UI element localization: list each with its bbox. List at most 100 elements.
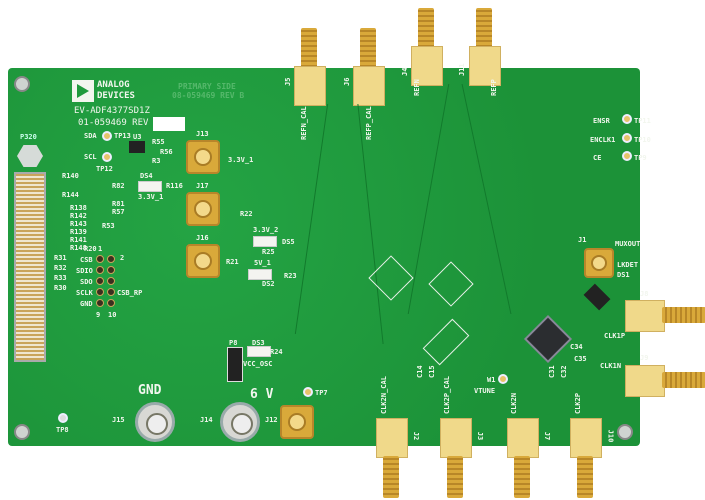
sma-connector-j13[interactable] (186, 140, 220, 174)
banana-jack-j14[interactable] (220, 402, 260, 442)
ref-ds5: DS5 (282, 238, 295, 246)
sma-connector-j5[interactable] (294, 66, 326, 106)
ref-ds3: DS3 (252, 339, 265, 347)
sma-connector-j9[interactable] (625, 365, 665, 397)
ref-j9: J9 (640, 354, 649, 362)
analog-devices-logo (72, 80, 94, 102)
label-r23: R23 (284, 272, 297, 280)
sma-connector-j1[interactable] (584, 248, 614, 278)
test-point-tp9[interactable] (622, 151, 632, 161)
label-refn-cal: REFN_CAL (300, 106, 308, 140)
label-6v: 6 V (250, 387, 274, 402)
label-sdo: SDO (80, 278, 93, 286)
sma-connector-j4[interactable] (411, 46, 443, 86)
led-ds2 (248, 269, 272, 280)
chip-u3 (129, 141, 145, 153)
ref-ds1: DS1 (617, 271, 630, 279)
label-tp10: TP10 (634, 136, 651, 144)
sma-thread-icon (577, 456, 593, 498)
label-r32: R32 (54, 264, 67, 272)
ref-j14: J14 (200, 416, 213, 424)
label-r81: R81 (112, 200, 125, 208)
sma-connector-j3[interactable] (440, 418, 472, 458)
label-gnd: GND (138, 383, 162, 398)
pin-9-label: 9 (96, 311, 101, 319)
jumper-p8[interactable] (227, 347, 243, 382)
sma-thread-icon (383, 456, 399, 498)
label-c15: C15 (428, 365, 436, 378)
sma-connector-j2[interactable] (376, 418, 408, 458)
ref-j2: J2 (412, 431, 421, 441)
sma-thread-icon (514, 456, 530, 498)
label-refp-cal: REFP_CAL (365, 106, 373, 140)
label-r53: R53 (102, 222, 115, 230)
sma-connector-j17[interactable] (186, 192, 220, 226)
banana-jack-j15[interactable] (135, 402, 175, 442)
label-clk2p: CLK2P (574, 392, 582, 414)
ref-j17: J17 (196, 182, 209, 190)
test-point-tp8[interactable] (58, 413, 68, 423)
test-point-tp13[interactable] (102, 131, 112, 141)
sma-connector-j10[interactable] (570, 418, 602, 458)
pin-10-label: 10 (108, 311, 117, 319)
led-ds3 (247, 346, 271, 357)
label-ds5: 3.3V_2 (253, 226, 279, 234)
test-point-vtune[interactable] (498, 374, 508, 384)
label-r148: R148 (70, 244, 87, 252)
edge-connector-p320[interactable] (14, 172, 46, 362)
sma-connector-j8[interactable] (625, 300, 665, 332)
label-r33: R33 (54, 274, 67, 282)
ref-p8: P8 (229, 339, 238, 347)
label-scl: SCL (84, 153, 97, 161)
label-r141: R141 (70, 236, 87, 244)
label-tp13: TP13 (114, 132, 131, 140)
pin-2-label: 2 (120, 254, 125, 262)
label-r21: R21 (226, 258, 239, 266)
led-ds4 (138, 181, 162, 192)
label-c35: C35 (574, 355, 587, 363)
label-ds4: 3.3V_1 (138, 193, 164, 201)
label-muxout: MUXOUT (615, 240, 641, 248)
label-csb-rp: CSB_RP (117, 289, 143, 297)
spi-header[interactable] (95, 253, 115, 309)
label-ds2: 5V_1 (254, 259, 271, 267)
test-point-tp10[interactable] (622, 133, 632, 143)
model-label: EV-ADF4377SD1Z (74, 106, 150, 116)
ref-ds4: DS4 (140, 172, 153, 180)
label-ensr: ENSR (593, 117, 610, 125)
label-r31: R31 (54, 254, 67, 262)
label-sda: SDA (84, 132, 97, 140)
label-r30: R30 (54, 284, 67, 292)
ref-j4: J4 (401, 67, 409, 76)
side-label: PRIMARY SIDE (178, 82, 236, 91)
label-tp11: TP11 (634, 117, 651, 125)
mounting-hole (617, 424, 633, 440)
label-ce: CE (593, 154, 602, 162)
ref-j1: J1 (578, 236, 587, 244)
label-r24: R24 (270, 348, 283, 356)
sma-thread-icon (418, 8, 434, 50)
label-clk1n: CLK1N (600, 362, 622, 370)
label-r116: R116 (166, 182, 183, 190)
label-r142: R142 (70, 212, 87, 220)
label-lkdet: LKDET (617, 261, 639, 269)
label-r144: R144 (62, 191, 79, 199)
sma-connector-j11[interactable] (469, 46, 501, 86)
test-point-tp11[interactable] (622, 114, 632, 124)
sma-connector-j6[interactable] (353, 66, 385, 106)
test-point-tp12[interactable] (102, 152, 112, 162)
label-sclk: SCLK (76, 289, 93, 297)
sma-thread-icon (360, 28, 376, 70)
label-tp7: TP7 (315, 389, 328, 397)
label-u3: U3 (133, 133, 142, 141)
sma-thread-icon (662, 307, 705, 323)
label-c31: C31 (548, 365, 556, 378)
label-tp8: TP8 (56, 426, 69, 434)
sma-connector-j16[interactable] (186, 244, 220, 278)
sma-connector-j12[interactable] (280, 405, 314, 439)
sma-thread-icon (301, 28, 317, 70)
sma-connector-j7[interactable] (507, 418, 539, 458)
ref-j3: J3 (476, 431, 485, 441)
test-point-tp7[interactable] (303, 387, 313, 397)
label-refp: REFP (490, 79, 498, 96)
